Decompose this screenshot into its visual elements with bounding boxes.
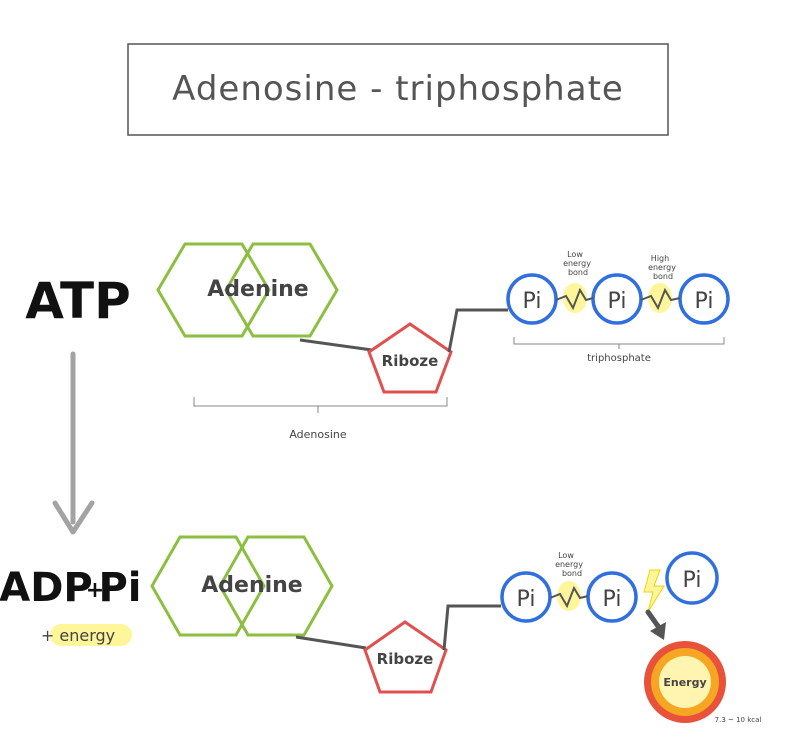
ribose-pentagon: [367, 322, 453, 394]
energy-amount: 7.3 ~ 10 kcal: [715, 716, 762, 724]
triphosphate-label: triphosphate: [587, 353, 651, 364]
plus-sign: +: [86, 578, 104, 603]
title-box: Adenosine - triphosphate: [127, 43, 669, 136]
adp-ribose-pentagon: [363, 620, 448, 694]
adenine-ribose-bond: [299, 338, 373, 352]
low-bond-label-3: bond: [568, 268, 588, 277]
adp-phosphate-label-1: Pi: [517, 587, 536, 612]
adp-phosphate-label-2: Pi: [603, 587, 622, 612]
ribose-label: Riboze: [382, 352, 439, 370]
low-bond-label-1: Low: [567, 250, 583, 259]
phosphate-label-3: Pi: [695, 289, 714, 314]
low-bond-label-2: energy: [563, 259, 591, 268]
released-phosphate-circle: [665, 551, 719, 605]
adp-low-bond-label-2: energy: [555, 560, 583, 569]
released-phosphate-label: Pi: [683, 568, 702, 593]
adenine-label: Adenine: [207, 277, 308, 302]
adenine-hexagon-right: [224, 242, 339, 338]
phosphate-label-1: Pi: [523, 289, 542, 314]
adp-adenine-hexagon-right: [218, 535, 334, 637]
adenine-hexagon-left: [156, 242, 271, 338]
low-energy-bond: Low energy bond: [555, 250, 594, 313]
adp-label: ADP: [0, 565, 93, 611]
atp-label: ATP: [25, 272, 131, 330]
adp-adenine-hexagon-left: [150, 535, 266, 637]
released-phosphate: Pi: [643, 551, 719, 613]
lightning-icon: [643, 569, 665, 613]
adenine-molecule: Adenine: [156, 242, 339, 338]
high-energy-bond: High energy bond: [640, 254, 681, 313]
phosphate-label-2: Pi: [608, 289, 627, 314]
energy-arrow-icon: [645, 609, 666, 640]
energy-label: Energy: [663, 676, 706, 689]
pi-label: Pi: [98, 565, 141, 611]
atp-section: ATP Adenine Riboze Pi Pi Pi: [25, 242, 730, 441]
adp-section: ADP + Pi + energy Adenine Riboze Pi Pi: [0, 535, 762, 724]
ribose-molecule: Riboze: [367, 322, 453, 394]
adp-adenine-ribose-bond: [295, 635, 367, 650]
adp-low-bond-label-3: bond: [562, 569, 582, 578]
energy-orb: Energy: [644, 641, 726, 723]
adp-low-bond-label-1: Low: [558, 551, 574, 560]
adenosine-label: Adenosine: [289, 428, 347, 441]
adp-ribose-label: Riboze: [377, 650, 434, 668]
energy-note-label: + energy: [41, 626, 115, 645]
adp-low-energy-bond: Low energy bond: [549, 551, 589, 611]
high-bond-label-1: High: [651, 254, 669, 263]
energy-note: + energy: [41, 624, 132, 646]
reaction-arrow: [52, 351, 95, 535]
ribose-phosphate-bond: [447, 308, 508, 353]
phosphate-group: Pi Pi Pi: [506, 273, 730, 325]
adenosine-bracket: Adenosine: [193, 397, 448, 441]
adp-ribose-phosphate-bond: [442, 604, 501, 651]
high-bond-label-3: bond: [653, 272, 673, 281]
high-bond-label-2: energy: [648, 263, 676, 272]
triphosphate-bracket: triphosphate: [513, 337, 725, 364]
adp-adenine-label: Adenine: [201, 573, 302, 598]
page-title: Adenosine - triphosphate: [172, 69, 624, 109]
adp-phosphate-group: Pi Pi: [500, 571, 638, 623]
adp-ribose-molecule: Riboze: [363, 620, 448, 694]
adp-adenine-molecule: Adenine: [150, 535, 334, 637]
